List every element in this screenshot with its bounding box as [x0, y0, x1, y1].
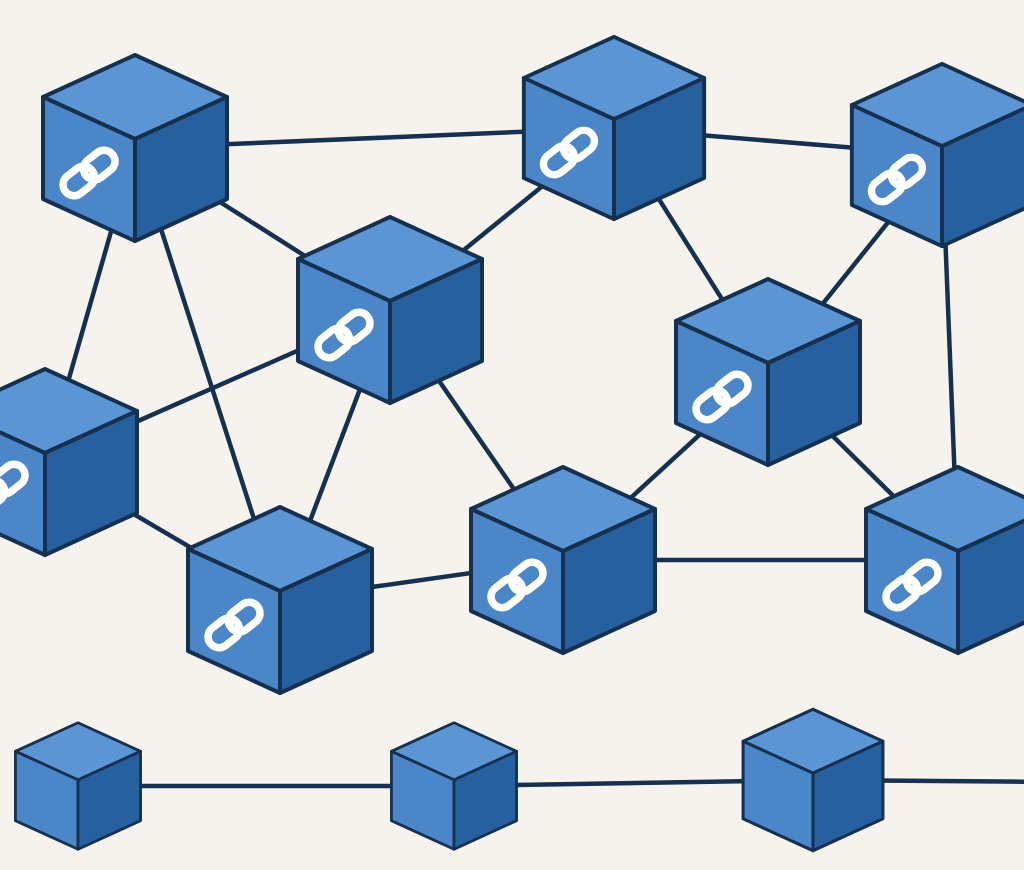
cube-right-face — [766, 319, 862, 467]
block-node-n4 — [296, 215, 484, 405]
cube-right-face — [940, 106, 1024, 249]
block-node-n2 — [521, 34, 707, 222]
cube-right-face — [43, 409, 139, 557]
block-node-n5 — [674, 277, 862, 467]
cube-right-face — [76, 749, 142, 851]
cube-right-face — [612, 76, 707, 222]
block-node-n7 — [186, 505, 374, 695]
chain-link-icon — [692, 370, 752, 424]
block-node-b3 — [741, 707, 885, 853]
block-node-n10 — [864, 465, 1024, 655]
chain-link-icon — [59, 146, 119, 200]
chain-link-icon — [314, 308, 374, 362]
block-node-n6 — [0, 367, 139, 557]
block-node-n1 — [41, 53, 229, 243]
block-node-b2 — [390, 721, 518, 851]
cube-right-face — [956, 518, 1024, 655]
chain-link-icon — [539, 126, 599, 179]
chain-link-icon — [882, 558, 942, 612]
block-node-n3 — [849, 61, 1024, 249]
block-node-b1 — [14, 721, 142, 851]
chain-link-icon — [204, 598, 264, 652]
cube-right-face — [388, 257, 484, 405]
cube-right-face — [452, 749, 518, 851]
cube-right-face — [278, 547, 374, 695]
cube-right-face — [811, 739, 885, 853]
cube-right-face — [133, 95, 229, 243]
block-node-n9 — [469, 465, 657, 655]
cube-right-face — [561, 507, 657, 655]
chain-link-icon — [487, 558, 547, 612]
network-nodes — [0, 34, 1024, 853]
chain-link-icon — [867, 153, 927, 206]
